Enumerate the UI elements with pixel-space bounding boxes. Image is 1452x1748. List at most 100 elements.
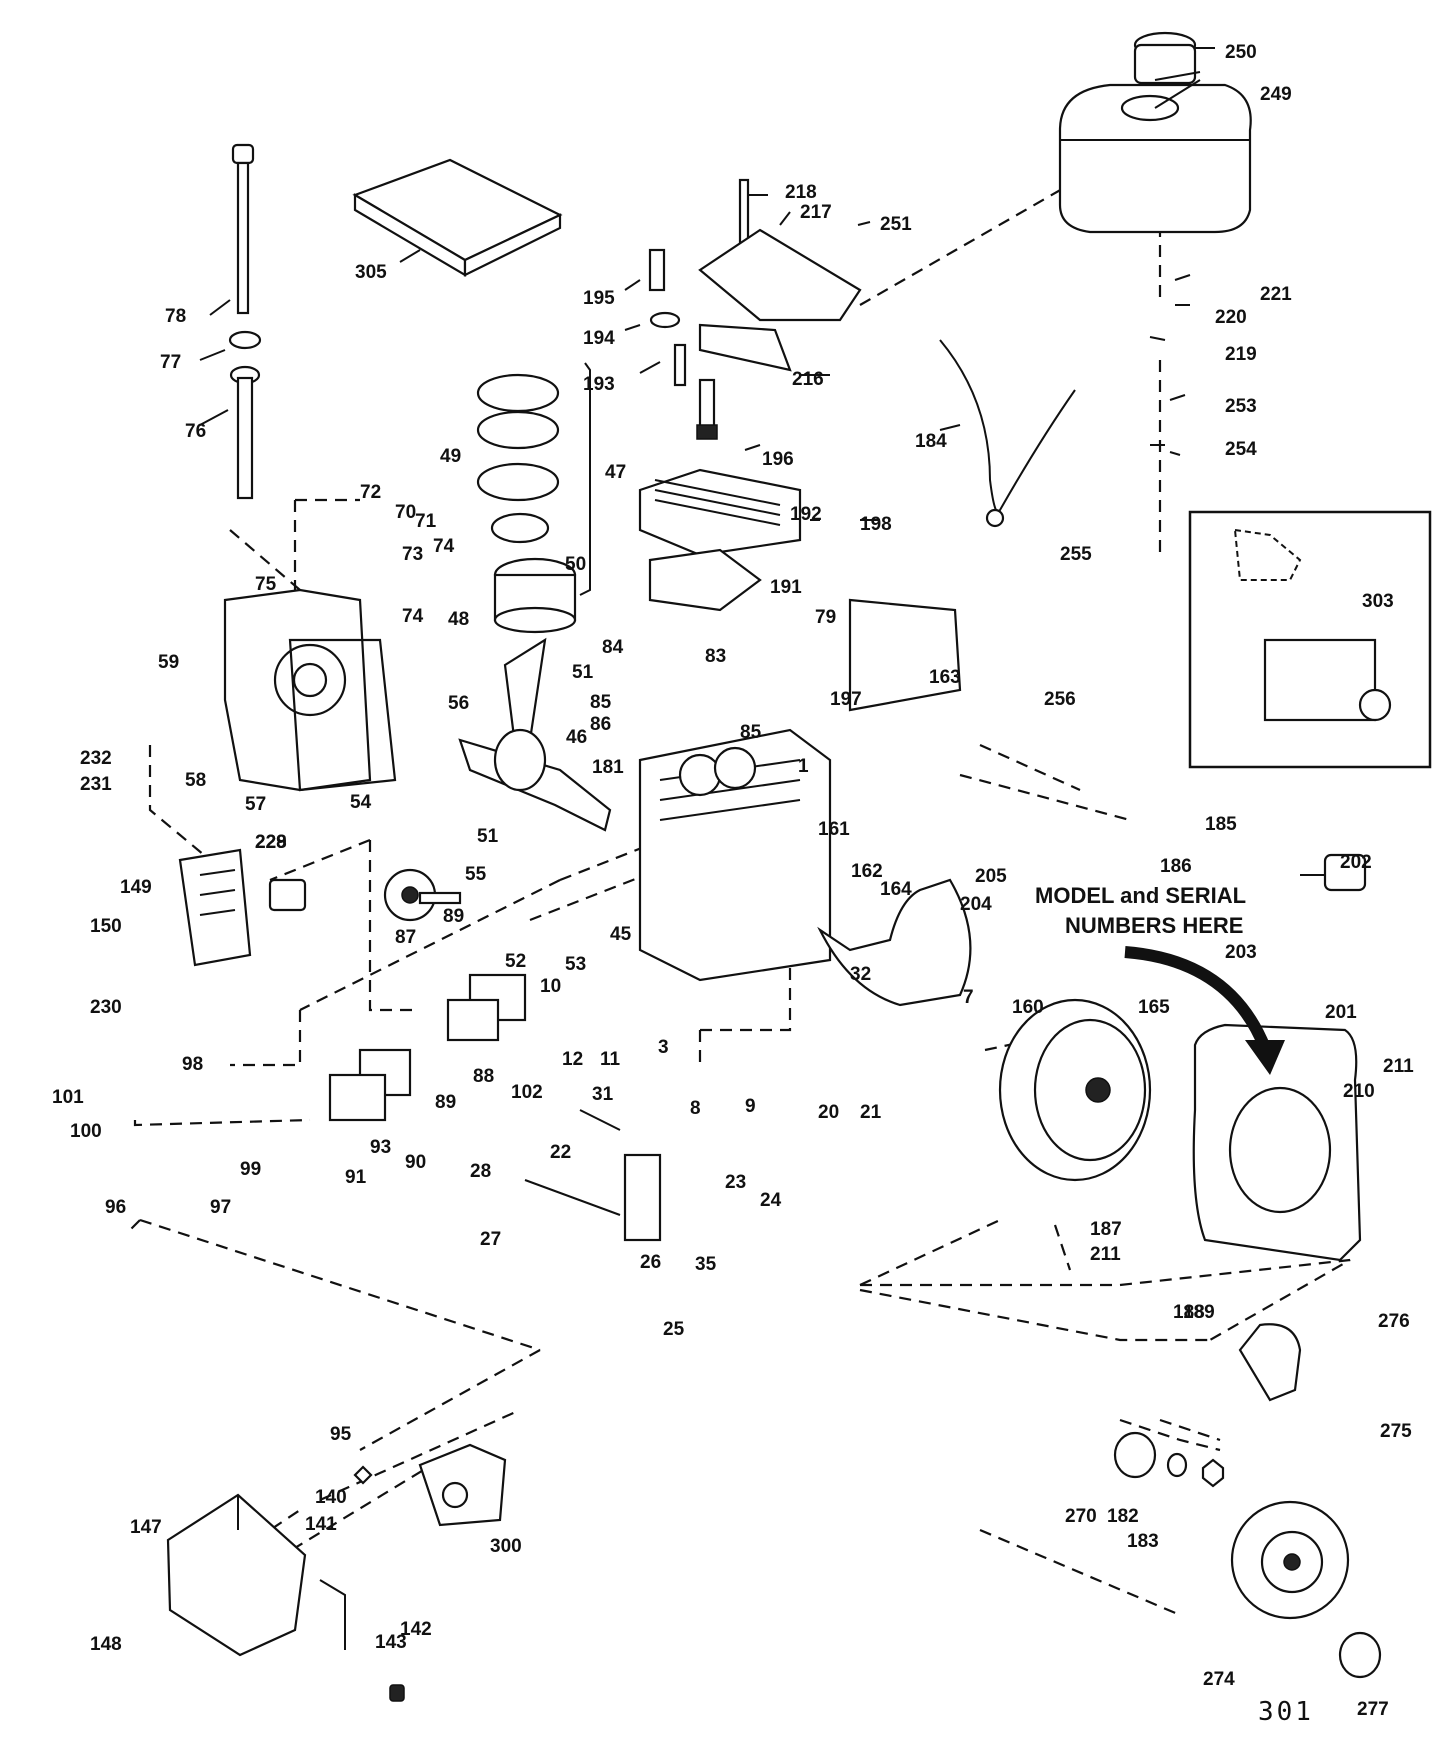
part-callout: 91 — [345, 1167, 367, 1188]
part-callout: 230 — [90, 997, 122, 1018]
part-callout: 85 — [740, 722, 762, 743]
part-callout: 98 — [182, 1054, 203, 1075]
part-callout: 189 — [1183, 1302, 1215, 1323]
part-callout: 181 — [592, 757, 624, 778]
part-callout: 87 — [395, 927, 416, 948]
part-callout: 71 — [415, 511, 437, 532]
model-serial-note: MODEL and SERIAL NUMBERS HERE — [1035, 883, 1285, 1075]
part-callout: 305 — [355, 262, 387, 283]
part-callout: 198 — [860, 514, 892, 535]
assembly-dashed-lines — [129, 149, 1351, 1617]
part-callout: 142 — [400, 1619, 432, 1640]
part-callout: 217 — [800, 202, 832, 223]
part-callout: 275 — [1380, 1421, 1412, 1442]
part-callout: 99 — [240, 1159, 261, 1180]
part-callout: 89 — [435, 1092, 456, 1113]
part-callout: 197 — [830, 689, 862, 710]
governor-wire-harness — [939, 339, 1076, 528]
part-callout: 97 — [210, 1197, 231, 1218]
part-callout: 46 — [566, 727, 587, 748]
note-line-1: MODEL and SERIAL — [1035, 883, 1246, 908]
part-callout: 59 — [158, 652, 179, 673]
part-callout: 21 — [860, 1102, 882, 1123]
part-callout: 57 — [245, 794, 266, 815]
part-callout: 56 — [448, 693, 469, 714]
control-panel-cover — [166, 1493, 307, 1657]
part-callout: 35 — [695, 1254, 717, 1275]
cylinder-head-bracket — [648, 178, 862, 387]
part-callout: 54 — [350, 792, 372, 813]
part-callout: 164 — [880, 879, 912, 900]
part-callout: 20 — [818, 1102, 839, 1123]
part-callout: 140 — [315, 1487, 347, 1508]
muffler-gasket — [268, 878, 307, 912]
part-callout: 23 — [725, 1172, 746, 1193]
part-callout: 77 — [160, 352, 181, 373]
part-callout: 8 — [690, 1098, 701, 1119]
part-callout: 195 — [583, 288, 615, 309]
part-callout: 161 — [818, 819, 850, 840]
blower-housing — [1192, 1023, 1362, 1262]
part-callout: 211 — [1383, 1056, 1414, 1077]
part-callout: 205 — [975, 866, 1007, 887]
part-callout: 78 — [165, 306, 186, 327]
part-callout: 11 — [600, 1049, 621, 1070]
part-callout: 90 — [405, 1152, 426, 1173]
part-callout: 102 — [511, 1082, 543, 1103]
part-callout: 196 — [762, 449, 794, 470]
part-callout: 229 — [255, 832, 287, 853]
part-callout: 28 — [470, 1161, 491, 1182]
part-callout: 250 — [1225, 42, 1257, 63]
part-callout: 100 — [70, 1121, 102, 1142]
part-callout: 211 — [1090, 1244, 1121, 1265]
part-callout: 149 — [120, 877, 152, 898]
part-callout: 22 — [550, 1142, 571, 1163]
part-callout: 188 — [1173, 1302, 1205, 1323]
part-callout: 31 — [592, 1084, 614, 1105]
part-callout: 143 — [375, 1632, 407, 1653]
part-callout: 93 — [370, 1137, 391, 1158]
part-callout: 201 — [1325, 1002, 1357, 1023]
part-callout: 150 — [90, 916, 122, 937]
part-callout: 89 — [443, 906, 464, 927]
air-shroud-plate — [817, 598, 972, 1007]
part-callout: 204 — [960, 894, 992, 915]
part-callout: 51 — [477, 826, 499, 847]
part-callout: 10 — [540, 976, 561, 997]
part-callout: 253 — [1225, 396, 1257, 417]
part-callout: 3 — [658, 1037, 669, 1058]
crankcase-cover — [223, 588, 397, 792]
crankshaft — [458, 728, 612, 832]
cylinder-block — [638, 728, 832, 982]
part-callout: 220 — [1215, 307, 1247, 328]
part-callout: 53 — [565, 954, 586, 975]
page-number: 301 — [1258, 1697, 1314, 1727]
part-callout: 276 — [1378, 1311, 1410, 1332]
part-callout: 49 — [440, 446, 461, 467]
part-callout: 26 — [640, 1252, 661, 1273]
part-callout: 32 — [850, 964, 871, 985]
part-callout: 221 — [1260, 284, 1292, 305]
part-callout: 12 — [562, 1049, 583, 1070]
part-callout: 58 — [185, 770, 206, 791]
part-callout: 83 — [705, 646, 726, 667]
part-callout: 160 — [1012, 997, 1044, 1018]
part-callout: 75 — [255, 574, 277, 595]
part-callout: 70 — [395, 502, 416, 523]
manual-book — [352, 158, 563, 277]
part-callout: 147 — [130, 1517, 162, 1538]
part-callout: 27 — [480, 1229, 501, 1250]
muffler — [178, 848, 252, 967]
part-callout: 85 — [590, 692, 612, 713]
part-callout: 277 — [1357, 1699, 1389, 1720]
part-callout: 232 — [80, 748, 112, 769]
fuel-tank — [1058, 31, 1252, 234]
part-callout: 191 — [770, 577, 802, 598]
part-callout: 185 — [1205, 814, 1237, 835]
part-callout: 210 — [1343, 1081, 1375, 1102]
part-callout: 193 — [583, 374, 615, 395]
part-callout: 216 — [792, 369, 824, 390]
starter-cup — [1113, 1431, 1225, 1488]
part-callout: 76 — [185, 421, 206, 442]
